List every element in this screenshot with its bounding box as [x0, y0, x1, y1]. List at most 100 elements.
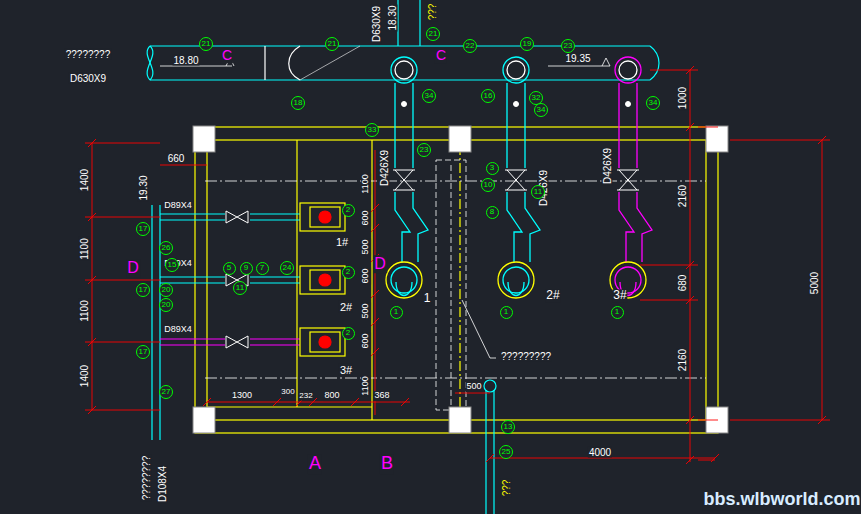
callout-number: 9 — [240, 262, 253, 275]
callout-text: 7 — [260, 264, 264, 272]
pipe-size: D426X9 — [379, 149, 390, 187]
pump-number: 2# — [339, 301, 353, 313]
dimension-label: 300 — [280, 388, 295, 397]
section-mark: D — [373, 255, 387, 273]
section-mark: B — [380, 454, 394, 474]
dimension-label: 500 — [361, 302, 371, 319]
trench — [436, 160, 466, 410]
callout-text: 2 — [346, 206, 350, 214]
callout-text: 15 — [168, 261, 177, 269]
callout-text: 10 — [484, 181, 493, 189]
dimension-label: 2160 — [677, 348, 688, 372]
foundation-frame — [195, 127, 718, 433]
callout-number: 1 — [390, 306, 403, 319]
section-mark: C — [221, 48, 233, 63]
note-text: ??? — [427, 3, 438, 22]
pump-number: 3# — [339, 364, 353, 376]
dimension-label: 500 — [361, 238, 371, 255]
dimension-label: 600 — [361, 209, 371, 226]
callout-text: 3 — [490, 164, 494, 172]
pipe-size: D630X9 — [371, 5, 382, 43]
callout-number: 2 — [342, 266, 355, 279]
dimension-label: 600 — [361, 267, 371, 284]
callout-number: 13 — [501, 420, 515, 434]
note-text: ????????? — [500, 351, 552, 362]
callout-text: 19 — [523, 40, 532, 48]
callout-number: 21 — [325, 37, 339, 51]
callout-number: 1 — [500, 306, 513, 319]
elevation-label: 18.30 — [387, 4, 398, 31]
elevation-label: 18.80 — [172, 55, 199, 66]
dimension-label: 368 — [373, 391, 390, 401]
callout-number: 17 — [136, 345, 150, 359]
callout-text: 16 — [484, 92, 493, 100]
dimension-label: 500 — [465, 382, 482, 392]
callout-text: 34 — [537, 106, 546, 114]
callout-number: 20 — [159, 283, 173, 297]
callout-text: 2 — [346, 268, 350, 276]
dimension-label: 1100 — [361, 173, 371, 194]
dimension-label: 1100 — [79, 237, 90, 261]
columns — [193, 126, 728, 433]
callout-number: 8 — [486, 206, 499, 219]
callout-number: 34 — [534, 103, 548, 117]
dimension-label: 1100 — [361, 375, 371, 396]
callout-text: 21 — [202, 40, 211, 48]
callout-number: 7 — [256, 262, 269, 275]
callout-number: 2 — [342, 327, 355, 340]
dimension-label: 2160 — [677, 184, 688, 208]
pipe-size: D426X9 — [602, 147, 613, 185]
callout-number: 11 — [531, 185, 545, 199]
callout-text: 1 — [394, 308, 398, 316]
header-pipe — [147, 0, 659, 80]
pump-number: 1 — [423, 292, 432, 305]
callout-text: 24 — [283, 264, 292, 272]
callout-text: 2 — [346, 329, 350, 337]
callout-number: 24 — [280, 261, 294, 275]
center-lines — [205, 181, 706, 378]
callout-text: 5 — [227, 264, 231, 272]
dimension-label: 800 — [323, 391, 340, 401]
callout-text: 20 — [162, 286, 171, 294]
callout-number: 23 — [561, 39, 575, 53]
callout-text: 34 — [425, 92, 434, 100]
callout-text: 17 — [139, 348, 148, 356]
callout-number: 5 — [223, 262, 236, 275]
callout-number: 16 — [481, 89, 495, 103]
pipe-size: D89X4 — [163, 325, 193, 335]
callout-number: 10 — [481, 178, 495, 192]
callout-number: 21 — [199, 37, 213, 51]
callout-text: 17 — [139, 225, 148, 233]
dimension-label: 680 — [677, 274, 688, 293]
dimension-label: 1400 — [79, 364, 90, 388]
dimension-label: 1400 — [79, 168, 90, 192]
callout-text: 11 — [236, 284, 244, 292]
callout-text: 22 — [466, 42, 475, 50]
elevation-label: 19.35 — [564, 53, 591, 64]
callout-number: 21 — [426, 27, 440, 41]
dimension-label: 660 — [167, 153, 186, 164]
section-mark: C — [435, 48, 447, 63]
callout-text: 20 — [162, 301, 171, 309]
dimension-label: 5000 — [809, 271, 820, 295]
note-text: ???????? — [65, 49, 112, 60]
callout-text: 23 — [420, 146, 429, 154]
callout-text: 13 — [504, 423, 513, 431]
dimension-label: 232 — [298, 392, 313, 401]
callout-text: 34 — [649, 99, 658, 107]
pipe-size: D630X9 — [69, 73, 107, 84]
section-mark: D — [126, 259, 140, 277]
outlet-pipes — [386, 57, 652, 298]
pipe-size: D108X4 — [157, 465, 168, 503]
note-text: ??? — [501, 479, 512, 498]
callout-text: 18 — [294, 99, 303, 107]
callout-number: 34 — [422, 89, 436, 103]
callout-text: 11 — [534, 188, 542, 196]
pump-branches — [152, 203, 345, 440]
callout-text: 8 — [490, 208, 494, 216]
callout-number: 20 — [159, 298, 173, 312]
dimension-label: 1300 — [231, 391, 253, 401]
dimension-label: 600 — [361, 332, 371, 349]
drain-pipe — [484, 380, 496, 514]
